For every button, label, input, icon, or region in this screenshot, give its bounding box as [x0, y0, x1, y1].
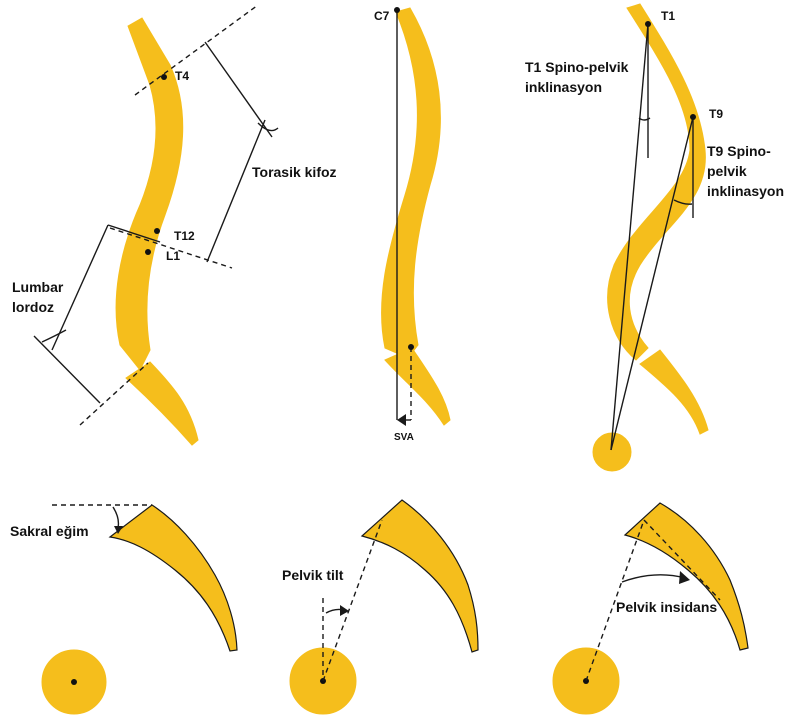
spine-shape: [608, 4, 706, 360]
sacral-slope-arrow: [113, 507, 118, 528]
sacrum-shape: [385, 348, 450, 425]
t1-spino-label-1: T1 Spino-pelvik: [525, 59, 629, 75]
panel-spinopelvic-inclination: T1 T1 Spino-pelvik inklinasyon T9 T9 Spi…: [525, 4, 784, 471]
lordosis-angle-arc: [42, 330, 66, 342]
t1-point: [645, 21, 651, 27]
pelvic-incidence-arrow: [622, 575, 685, 582]
sacrum-shape: [362, 500, 478, 652]
t4-perpendicular-line: [205, 42, 272, 137]
c7-label: C7: [374, 9, 390, 23]
sacrum-shape: [110, 505, 237, 651]
t1-label: T1: [661, 9, 675, 23]
spine-shape: [382, 8, 441, 358]
l1-point: [145, 249, 151, 255]
pelvik-tilt-label: Pelvik tilt: [282, 567, 344, 583]
pelvik-insidans-label: Pelvik insidans: [616, 599, 717, 615]
lumbar-lordoz-label-2: lordoz: [12, 299, 54, 315]
t12-label: T12: [174, 229, 195, 243]
t9-spino-label-2: pelvik: [707, 163, 747, 179]
pelvic-incidence-arrow-head: [679, 571, 690, 584]
t4-label: T4: [175, 69, 189, 83]
t9-spino-label-1: T9 Spino-: [707, 143, 771, 159]
t9-point: [690, 114, 696, 120]
panel-sva: C7 SVA: [374, 7, 450, 443]
t1-spino-label-2: inklinasyon: [525, 79, 602, 95]
torasik-kifoz-label: Torasik kifoz: [252, 164, 337, 180]
lumbar-lordoz-label-1: Lumbar: [12, 279, 64, 295]
t9-spino-label-3: inklinasyon: [707, 183, 784, 199]
t9-label: T9: [709, 107, 723, 121]
panel-pelvic-incidence: Pelvik insidans: [553, 503, 748, 714]
pelvic-tilt-arrow-head: [340, 605, 349, 616]
panel-pelvic-tilt: Pelvik tilt: [282, 500, 478, 714]
panel-sacral-slope: Sakral eğim: [10, 505, 237, 714]
l1-label: L1: [166, 249, 180, 263]
sacrum-shape: [640, 350, 708, 434]
t4-point: [161, 74, 167, 80]
t1-angle-arc: [639, 118, 650, 120]
spine-shape: [116, 18, 183, 370]
s1-perpendicular-line: [34, 336, 100, 403]
t12-point: [154, 228, 160, 234]
panel-kyphosis-lordosis: T4 Torasik kifoz T12 L1 Lumbar lordoz: [12, 5, 337, 445]
t12-perpendicular-line: [207, 120, 265, 262]
s1-point: [408, 344, 414, 350]
sva-label: SVA: [394, 432, 414, 443]
sacrum-shape: [126, 362, 198, 445]
femoral-head-center: [71, 679, 77, 685]
c7-point: [394, 7, 400, 13]
sva-arrow-head: [397, 414, 406, 426]
sakral-egim-label: Sakral eğim: [10, 523, 89, 539]
